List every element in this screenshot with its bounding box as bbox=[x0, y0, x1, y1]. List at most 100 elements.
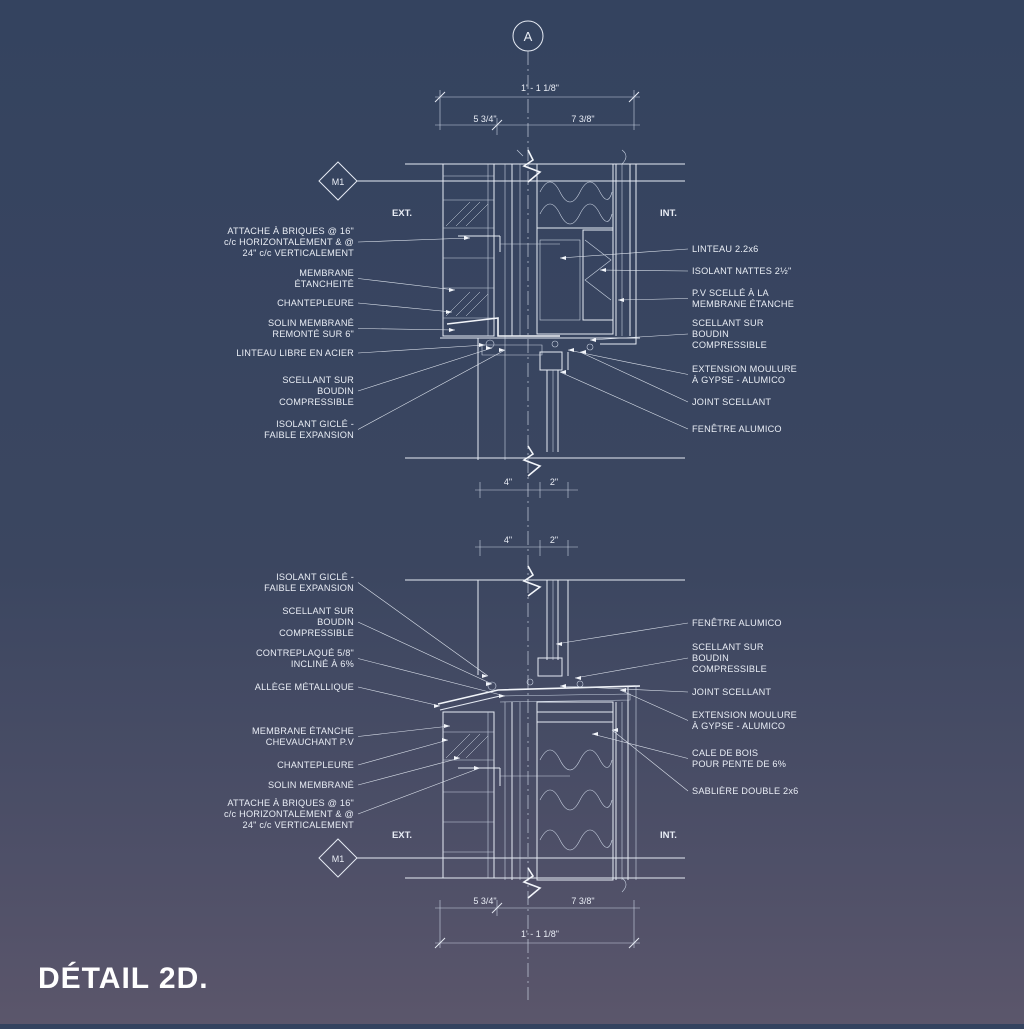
sill-left-callout: ALLÈGE MÉTALLIQUE bbox=[255, 682, 354, 692]
leader-line bbox=[357, 278, 456, 291]
head-right-callout: ISOLANT NATTES 2½" bbox=[692, 266, 791, 276]
leader-arrow bbox=[499, 348, 505, 352]
dim-overall-bottom: 1' - 1 1/8" bbox=[521, 929, 559, 939]
dim-brick-top: 5 3/4" bbox=[473, 114, 496, 124]
leader-arrow bbox=[618, 298, 624, 302]
leader-arrow bbox=[479, 343, 485, 347]
leader-arrow bbox=[449, 328, 455, 332]
leader-arrow bbox=[556, 642, 562, 646]
leader-line bbox=[357, 739, 449, 766]
leader-arrow bbox=[464, 236, 470, 240]
leader-line bbox=[357, 349, 506, 430]
sill-left-callout: ATTACHE À BRIQUES @ 16"c/c HORIZONTALEME… bbox=[224, 798, 354, 830]
leader-arrow bbox=[560, 256, 566, 260]
leader-line bbox=[611, 729, 689, 792]
head-detail: 1' - 1 1/8" 5 3/4" 7 3/8" M1 EXT. INT. bbox=[318, 83, 685, 498]
leader-line bbox=[619, 689, 689, 721]
level-marker-bottom: M1 bbox=[332, 854, 345, 864]
leader-arrow bbox=[486, 346, 492, 350]
leader-arrow bbox=[449, 288, 455, 292]
leader-line bbox=[559, 371, 689, 430]
leader-line bbox=[589, 333, 689, 341]
leader-arrow bbox=[499, 694, 505, 698]
sill-left-callout: ISOLANT GICLÉ -FAIBLE EXPANSION bbox=[264, 572, 354, 593]
leader-arrow bbox=[442, 738, 448, 742]
leader-line bbox=[599, 269, 689, 272]
leader-arrow bbox=[474, 766, 480, 770]
level-marker-diamond bbox=[318, 161, 358, 201]
leader-arrow bbox=[592, 732, 598, 736]
level-marker-top: M1 bbox=[332, 177, 345, 187]
dim-sill-a: 4" bbox=[504, 535, 512, 545]
dim-wall-bottom: 7 3/8" bbox=[571, 896, 594, 906]
leader-arrow bbox=[620, 688, 626, 692]
head-right-callout: FENÊTRE ALUMICO bbox=[692, 424, 782, 434]
head-right-callout: LINTEAU 2.2x6 bbox=[692, 244, 758, 254]
leader-arrow bbox=[434, 704, 440, 708]
leader-line bbox=[357, 302, 453, 313]
leader-arrow bbox=[446, 310, 452, 314]
head-left-callout: CHANTEPLEURE bbox=[277, 298, 354, 308]
ext-label-bottom: EXT. bbox=[392, 830, 412, 841]
int-label-bottom: INT. bbox=[660, 830, 677, 841]
leader-line bbox=[617, 298, 689, 301]
leader-line bbox=[357, 686, 441, 707]
head-left-callout: ATTACHE À BRIQUES @ 16"c/c HORIZONTALEME… bbox=[224, 226, 354, 258]
leader-arrow bbox=[454, 756, 460, 760]
dim-brick-bottom: 5 3/4" bbox=[473, 896, 496, 906]
sill-left-callout: SOLIN MEMBRANÉ bbox=[268, 780, 354, 790]
leader-line bbox=[357, 347, 493, 392]
dim-sill-b: 2" bbox=[550, 535, 558, 545]
leader-line bbox=[357, 658, 506, 697]
leader-line bbox=[579, 351, 689, 403]
leader-arrow bbox=[590, 338, 596, 342]
leader-arrow bbox=[612, 728, 618, 732]
leader-arrow bbox=[444, 724, 450, 728]
dim-wall-top: 7 3/8" bbox=[571, 114, 594, 124]
page-caption: DÉTAIL 2D. bbox=[38, 962, 209, 995]
leader-arrow bbox=[568, 348, 574, 352]
leader-arrow bbox=[482, 674, 488, 678]
head-left-callout: LINTEAU LIBRE EN ACIER bbox=[236, 348, 354, 358]
dim-overall-top: 1' - 1 1/8" bbox=[521, 83, 559, 93]
leader-line bbox=[357, 237, 471, 243]
leader-arrow bbox=[486, 682, 492, 686]
leader-line bbox=[357, 328, 456, 331]
dim-sill-b-head: 2" bbox=[550, 477, 558, 487]
level-marker-diamond-bottom bbox=[318, 838, 358, 878]
head-right-callout: JOINT SCELLANT bbox=[692, 397, 771, 407]
leader-line bbox=[357, 344, 486, 354]
leader-line bbox=[555, 622, 689, 645]
sill-right-callout: FENÊTRE ALUMICO bbox=[692, 618, 782, 628]
leader-line bbox=[357, 582, 489, 677]
leader-arrow bbox=[580, 350, 586, 354]
leader-line bbox=[574, 657, 689, 679]
grid-marker-label: A bbox=[524, 29, 533, 44]
leader-line bbox=[357, 725, 451, 737]
leader-arrow bbox=[600, 268, 606, 272]
leader-arrow bbox=[560, 370, 566, 374]
callouts: ATTACHE À BRIQUES @ 16"c/c HORIZONTALEME… bbox=[224, 226, 798, 830]
int-label-top: INT. bbox=[660, 208, 677, 219]
sill-left-callout: CHANTEPLEURE bbox=[277, 760, 354, 770]
sill-left-callout: CONTREPLAQUÉ 5/8"INCLINÉ À 6% bbox=[256, 648, 354, 669]
leader-line bbox=[567, 349, 689, 375]
leader-line bbox=[591, 733, 689, 759]
leader-line bbox=[357, 621, 493, 685]
head-left-callout: ISOLANT GICLÉ -FAIBLE EXPANSION bbox=[264, 419, 354, 440]
leader-arrow bbox=[560, 684, 566, 688]
sill-detail: 4" 2" bbox=[318, 535, 685, 949]
leader-line bbox=[559, 248, 689, 259]
